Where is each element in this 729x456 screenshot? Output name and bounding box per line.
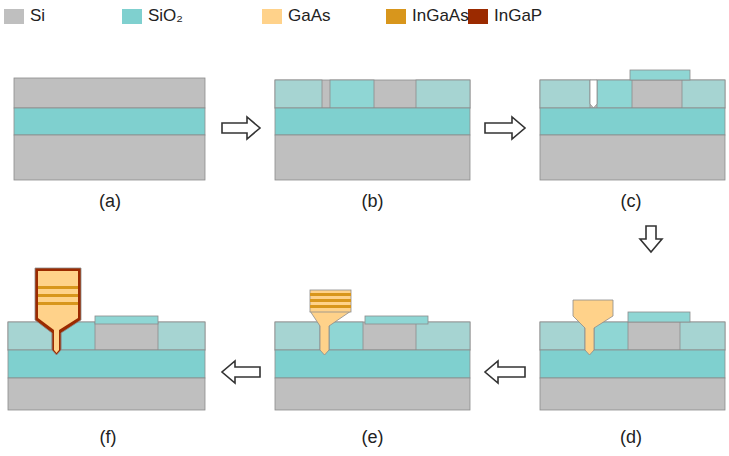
- step-label: (d): [620, 427, 642, 448]
- legend-swatch: [4, 9, 24, 24]
- layer-shape: [158, 322, 205, 350]
- legend-label: InGaP: [494, 6, 542, 26]
- legend-label: SiO₂: [148, 6, 183, 26]
- layer-shape: [275, 80, 470, 108]
- layer-shape: [38, 271, 78, 353]
- layer-shape: [14, 78, 205, 108]
- panel-f: [8, 268, 205, 410]
- layer-shape: [275, 108, 470, 135]
- panel-a: [14, 78, 205, 180]
- layer-shape: [95, 316, 158, 324]
- process-step-panel: (f): [4, 262, 212, 450]
- legend-label: InGaAs: [412, 6, 469, 26]
- layer-shape: [8, 378, 205, 410]
- layer-shape: [597, 80, 632, 108]
- legend-entry: GaAs: [262, 6, 331, 26]
- process-arrow: [222, 361, 260, 383]
- layer-shape: [540, 350, 725, 378]
- panel-c: [540, 70, 725, 180]
- layer-shape: [275, 350, 470, 378]
- layer-shape: [540, 135, 725, 180]
- layer-shape: [628, 312, 690, 322]
- layer-shape: [682, 80, 725, 108]
- layer-shape: [8, 350, 205, 378]
- layer-shape: [630, 70, 690, 80]
- layer-shape: [680, 322, 725, 350]
- panel-b: [275, 80, 470, 180]
- legend-label: GaAs: [288, 6, 331, 26]
- layer-shape: [540, 108, 725, 135]
- legend-swatch: [468, 9, 488, 24]
- process-step-panel: (e): [270, 262, 475, 450]
- layer-shape: [310, 305, 351, 308]
- step-label: (b): [362, 191, 384, 212]
- layer-shape: [275, 135, 470, 180]
- legend-entry: Si: [4, 6, 45, 26]
- process-step-panel: (c): [535, 60, 727, 216]
- step-label: (a): [99, 191, 121, 212]
- process-arrow: [222, 117, 260, 139]
- layer-shape: [540, 80, 725, 108]
- layer-shape: [14, 108, 205, 135]
- layer-shape: [38, 286, 78, 289]
- legend-label: Si: [30, 6, 45, 26]
- layer-shape: [540, 322, 585, 350]
- step-label: (e): [362, 427, 384, 448]
- layer-shape: [330, 80, 374, 108]
- layer-shape: [38, 294, 78, 297]
- layer-shape: [275, 322, 320, 350]
- layer-shape: [540, 322, 725, 350]
- layer-shape: [310, 290, 351, 312]
- process-arrow: [485, 117, 525, 139]
- process-arrow: [485, 361, 525, 383]
- process-step-panel: (a): [8, 60, 212, 216]
- layer-shape: [275, 378, 470, 410]
- legend-swatch: [122, 9, 142, 24]
- layer-shape: [275, 322, 470, 350]
- legend-entry: InGaP: [468, 6, 542, 26]
- layer-shape: [35, 268, 81, 355]
- layer-shape: [310, 299, 351, 302]
- layer-shape: [416, 322, 470, 350]
- layer-shape: [540, 80, 590, 108]
- legend-entry: InGaAs: [386, 6, 469, 26]
- process-arrow: [640, 226, 662, 252]
- layer-shape: [416, 80, 470, 108]
- layer-shape: [8, 322, 205, 350]
- legend-swatch: [262, 9, 282, 24]
- step-label: (c): [621, 191, 642, 212]
- wafer-stack: [8, 70, 725, 410]
- layer-shape: [310, 311, 351, 355]
- layer-shape: [540, 378, 725, 410]
- legend-swatch: [386, 9, 406, 24]
- layer-shape: [310, 293, 351, 296]
- process-step-panel: (d): [535, 262, 727, 450]
- panel-d: [540, 300, 725, 410]
- layer-shape: [365, 316, 428, 324]
- layer-shape: [329, 322, 363, 350]
- layer-shape: [594, 322, 628, 350]
- legend-entry: SiO₂: [122, 6, 183, 26]
- process-step-panel: (b): [270, 60, 475, 216]
- layer-shape: [573, 300, 613, 355]
- panel-e: [275, 290, 470, 410]
- layer-shape: [38, 302, 78, 305]
- step-label: (f): [100, 427, 117, 448]
- layer-shape: [14, 135, 205, 180]
- layer-shape: [275, 80, 322, 108]
- layer-shape: [590, 80, 597, 108]
